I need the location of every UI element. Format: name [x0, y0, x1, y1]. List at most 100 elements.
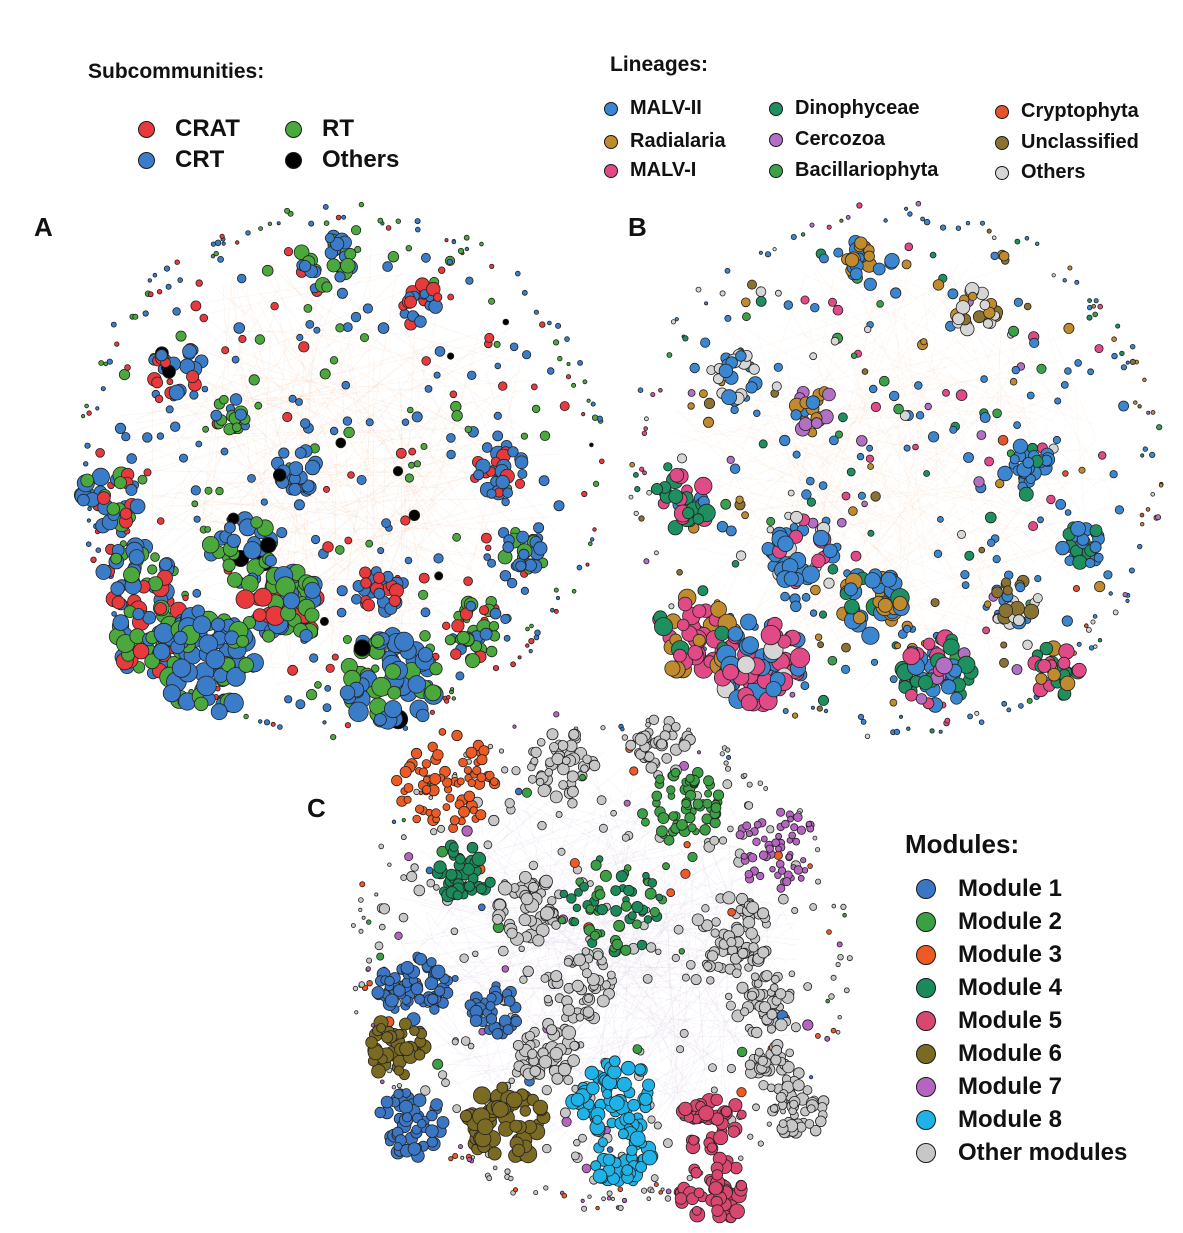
network-edge	[444, 516, 552, 526]
network-node	[510, 1015, 523, 1028]
network-node	[832, 304, 844, 316]
network-node	[410, 863, 419, 872]
network-node	[403, 795, 412, 804]
network-node	[199, 313, 209, 323]
network-node	[147, 564, 158, 575]
network-node	[487, 558, 497, 568]
network-node	[877, 597, 893, 613]
legend-swatch	[995, 104, 1009, 119]
network-node	[416, 708, 430, 723]
network-node	[740, 694, 758, 712]
network-edge	[126, 333, 477, 434]
network-edge	[846, 343, 906, 563]
network-edge	[742, 424, 907, 465]
network-edge	[737, 421, 1086, 575]
network-node	[485, 1013, 498, 1025]
network-node	[773, 850, 783, 861]
network-edge	[512, 794, 615, 851]
network-node	[574, 888, 583, 897]
network-node	[932, 279, 945, 291]
network-edge	[309, 416, 448, 559]
network-node	[906, 726, 911, 731]
network-node	[449, 390, 458, 399]
network-node	[766, 1121, 772, 1127]
network-edge	[434, 940, 502, 957]
network-node	[304, 607, 320, 623]
network-node	[254, 334, 266, 345]
network-node	[681, 973, 690, 982]
network-node	[1059, 675, 1076, 692]
network-node	[358, 907, 363, 913]
network-node	[370, 634, 385, 648]
network-edge	[803, 415, 1027, 591]
network-node	[766, 1009, 778, 1020]
network-node	[807, 863, 813, 869]
network-node	[399, 766, 412, 779]
network-node	[957, 529, 967, 539]
network-node	[273, 468, 287, 482]
network-node	[335, 437, 347, 449]
network-node	[150, 552, 160, 562]
network-node	[504, 1168, 511, 1175]
network-node	[288, 482, 302, 496]
network-node	[809, 352, 818, 361]
network-node	[497, 881, 513, 896]
network-edge	[505, 830, 601, 848]
network-node	[298, 259, 312, 273]
network-edge	[529, 795, 612, 1089]
legend-swatch	[604, 134, 618, 149]
legend-label: Module 6	[958, 1040, 1063, 1067]
network-node	[627, 1098, 640, 1112]
network-node	[726, 937, 737, 948]
network-node	[999, 657, 1009, 668]
network-edge	[899, 434, 926, 583]
network-node	[955, 389, 968, 402]
network-node	[785, 853, 793, 861]
network-node	[757, 1140, 764, 1147]
network-node	[377, 217, 384, 224]
network-node	[765, 844, 774, 853]
network-node	[178, 453, 188, 463]
network-node	[805, 476, 815, 486]
network-node	[1055, 498, 1067, 510]
network-node	[666, 888, 676, 898]
legend-item-module-3: Module 3	[916, 941, 1062, 969]
network-edge	[788, 300, 975, 636]
network-node	[353, 639, 371, 657]
network-edge	[696, 473, 1052, 507]
network-node	[765, 681, 782, 698]
network-node	[889, 698, 898, 707]
network-node	[710, 802, 722, 813]
network-node	[213, 250, 219, 257]
legend-item-module-6: Module 6	[916, 1040, 1062, 1068]
network-edge	[999, 348, 1002, 422]
network-edge	[746, 411, 1022, 474]
legend-label: Module 2	[958, 908, 1063, 935]
network-node	[990, 251, 999, 261]
network-node	[648, 714, 660, 726]
network-edge	[823, 410, 1005, 474]
network-node	[633, 510, 639, 517]
network-node	[469, 1014, 483, 1027]
network-node	[226, 667, 246, 687]
network-node	[856, 202, 863, 209]
network-node	[538, 475, 550, 487]
network-node	[1057, 656, 1071, 670]
network-node	[803, 982, 813, 991]
network-edge	[203, 298, 281, 502]
network-node	[863, 250, 875, 262]
network-edge	[807, 332, 1097, 425]
network-node	[1032, 593, 1043, 604]
network-node	[1097, 303, 1103, 310]
network-edge	[684, 531, 993, 631]
network-node	[391, 1084, 397, 1090]
network-node	[621, 1197, 628, 1204]
network-node	[223, 692, 244, 714]
network-edge	[216, 502, 360, 513]
network-node	[335, 214, 342, 221]
network-node	[596, 994, 610, 1008]
network-node	[690, 974, 702, 986]
network-node	[1002, 585, 1013, 596]
network-node	[123, 566, 140, 584]
network-edge	[260, 666, 358, 674]
